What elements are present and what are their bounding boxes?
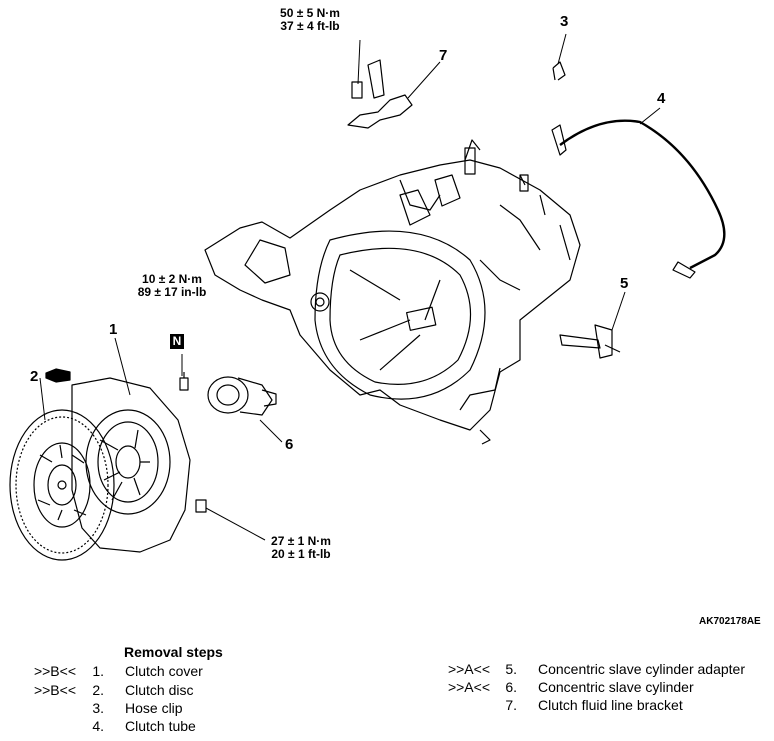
step-text: Concentric slave cylinder — [538, 679, 694, 695]
cover-bolt — [195, 499, 207, 513]
step-text: Clutch tube — [125, 718, 196, 734]
exploded-view-diagram — [9, 33, 726, 561]
step-text: Hose clip — [125, 700, 183, 716]
step-text: Clutch fluid line bracket — [538, 697, 683, 713]
transaxle-housing — [204, 139, 581, 445]
concentric-slave-cylinder — [207, 376, 277, 416]
figure-code: AK702178AE — [699, 616, 761, 627]
clutch-fluid-line-bracket — [347, 59, 413, 129]
callout-6: 6 — [285, 436, 294, 453]
callout-2: 2 — [30, 368, 39, 385]
sealant-icon — [45, 368, 71, 383]
removal-steps-heading: Removal steps — [124, 644, 223, 660]
n-mark-badge: N — [170, 334, 184, 349]
callout-7: 7 — [439, 47, 448, 64]
hose-clip — [552, 61, 566, 81]
step-number: 5. — [505, 661, 517, 677]
step-tag: >>A<< — [447, 679, 490, 695]
leader-lines — [39, 33, 661, 541]
callout-1: 1 — [109, 321, 118, 338]
step-text: Clutch disc — [125, 682, 194, 698]
torque-label-bracket-bolt: 50 ± 5 N·m 37 ± 4 ft-lb — [280, 6, 340, 33]
callout-4: 4 — [657, 90, 666, 107]
step-tag: >>B<< — [33, 682, 76, 698]
callout-3: 3 — [560, 13, 569, 30]
torque-label-cover-bolt: 27 ± 1 N·m 20 ± 1 ft-lb — [271, 534, 331, 561]
clutch-cover — [71, 377, 191, 553]
step-number: 2. — [92, 682, 104, 698]
slave-adapter-bolt — [179, 372, 189, 391]
step-number: 7. — [505, 697, 517, 713]
step-number: 1. — [92, 663, 104, 679]
concentric-slave-cylinder-adapter — [559, 324, 621, 359]
torque-label-adapter-bolt: 10 ± 2 N·m 89 ± 17 in-lb — [137, 272, 207, 299]
step-tag: >>A<< — [447, 661, 490, 677]
step-text: Clutch cover — [125, 663, 203, 679]
step-number: 6. — [505, 679, 517, 695]
step-number: 4. — [92, 718, 104, 734]
step-text: Concentric slave cylinder adapter — [538, 661, 745, 677]
clutch-disc — [9, 409, 115, 561]
step-tag: >>B<< — [33, 663, 76, 679]
clutch-tube — [551, 119, 726, 279]
callout-5: 5 — [620, 275, 629, 292]
step-number: 3. — [92, 700, 104, 716]
